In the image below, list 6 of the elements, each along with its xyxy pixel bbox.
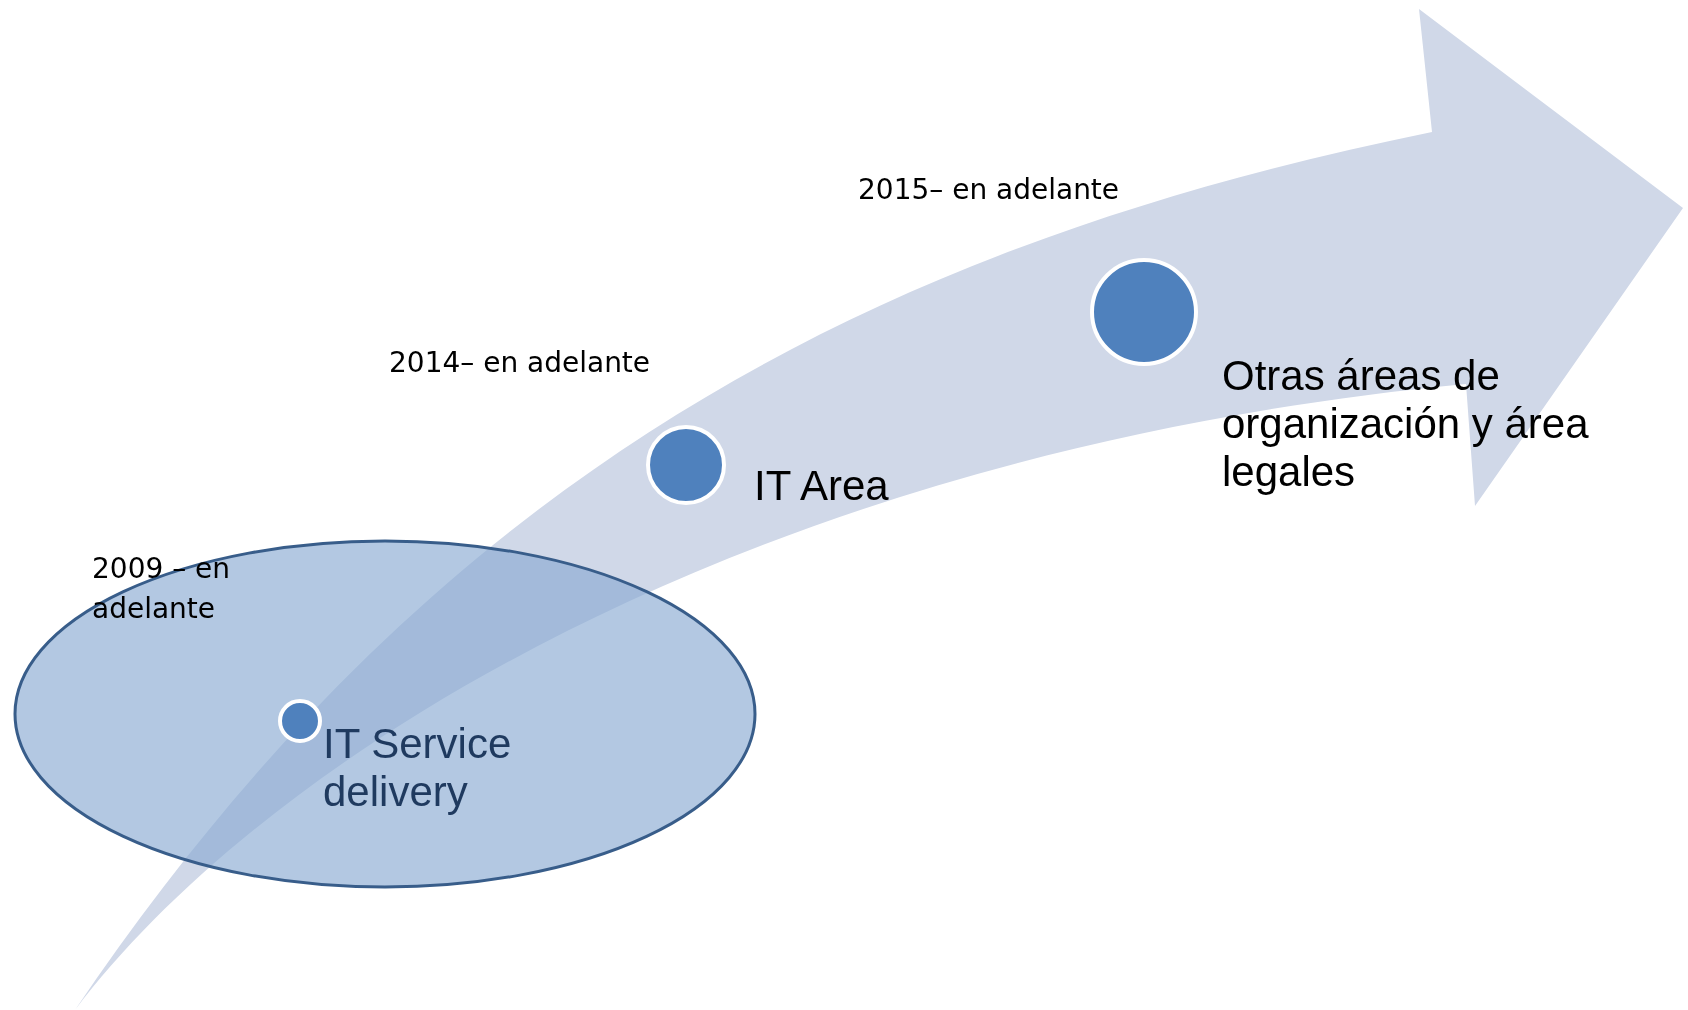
milestone-label: Otras áreas de organización y área legales: [1222, 352, 1590, 496]
year-label: 2014– en adelante: [389, 345, 652, 381]
milestone-label: IT Area: [754, 462, 890, 510]
year-label: 2009 – en adelante: [92, 551, 232, 627]
year-label: 2015– en adelante: [858, 172, 1121, 208]
milestone-label: IT Service delivery: [323, 720, 513, 816]
